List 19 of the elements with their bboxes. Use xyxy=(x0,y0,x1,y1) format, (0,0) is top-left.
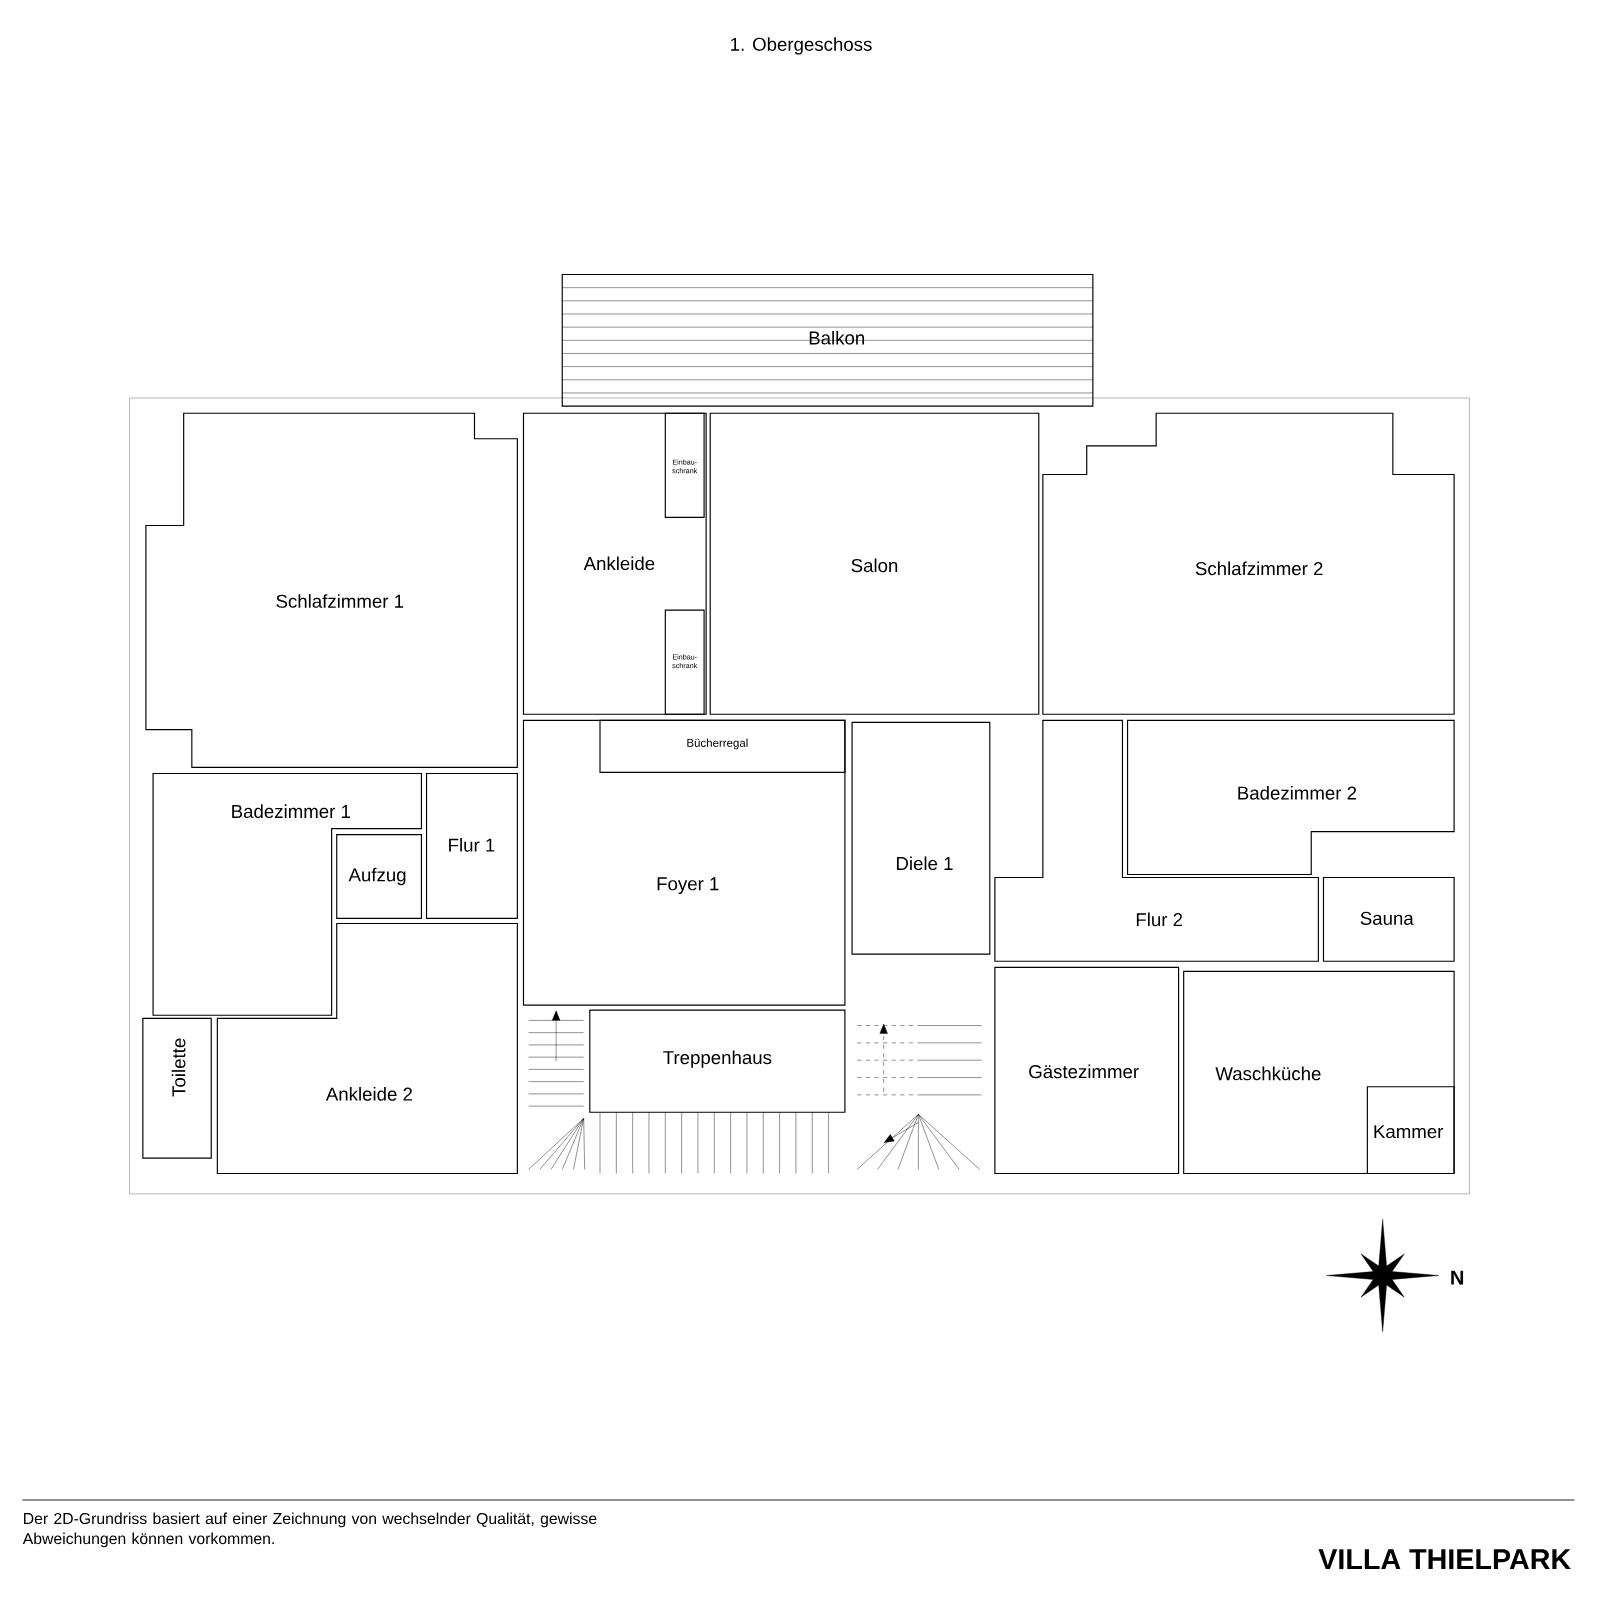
room-area: Toilette xyxy=(142,1017,212,1159)
room-area: Flur 1 xyxy=(425,772,518,919)
room-area: Salon xyxy=(709,412,1040,715)
room-area: Ankleide 2 xyxy=(216,922,518,1175)
room-area: Gästezimmer xyxy=(994,966,1180,1175)
room-area: Badezimmer 2 xyxy=(1127,719,1455,876)
disclaimer-note: Der 2D-Grundriss basiert auf einer Zeichnung von wechselnder Qualität, gewisse Abweichungen können vorkommen. xyxy=(22,1512,597,1548)
floor-title: 1. Obergeschoss xyxy=(731,37,872,55)
room-area: Schlafzimmer 2 xyxy=(1042,412,1455,715)
compass-letter: N xyxy=(1451,1270,1464,1285)
room-area: Aufzug xyxy=(336,834,422,919)
balcony: Balkon xyxy=(561,273,1094,407)
room-area: Schlafzimmer 1 xyxy=(145,412,518,768)
cabinet: Bücherregal xyxy=(599,719,846,773)
room-area: Sauna xyxy=(1322,876,1455,962)
room-area: Diele 1 xyxy=(851,721,991,955)
room-area: Treppenhaus xyxy=(589,1009,846,1113)
room-area: Kammer xyxy=(1366,1086,1455,1175)
property-name: VILLA THIELPARK xyxy=(1318,1549,1571,1570)
